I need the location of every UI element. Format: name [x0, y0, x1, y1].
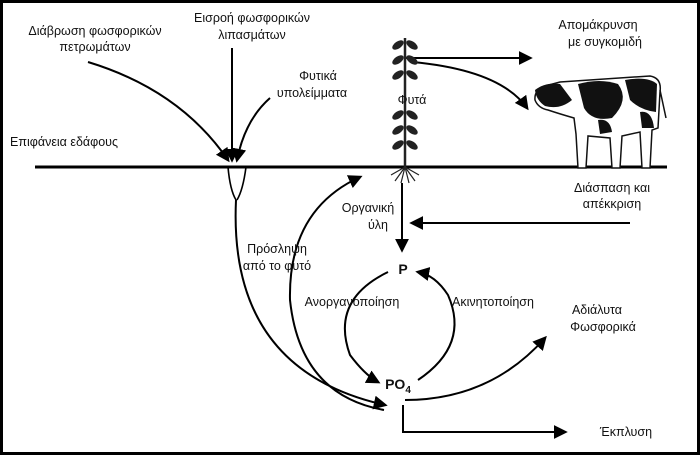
organic-matter-label: Οργανική — [342, 201, 395, 215]
insoluble-phosphate-arrow — [404, 335, 547, 401]
organic-matter-label-2: ύλη — [368, 218, 388, 232]
insoluble-phosphates-label: Αδιάλυτα — [572, 303, 622, 317]
funnel-right — [236, 166, 247, 201]
leaching-label: Έκπλυση — [599, 425, 652, 439]
plant-residues-label-2: υπολείμματα — [277, 86, 347, 100]
mineralization-arc — [343, 271, 389, 384]
diagram-panel — [3, 3, 697, 452]
immobilization-label: Ακινητοποίηση — [452, 295, 534, 309]
rock-weathering-arrow — [87, 61, 230, 163]
inputs-to-phosphate-arrow — [234, 199, 388, 410]
mineralization-label: Ανοργανοποίηση — [305, 295, 400, 309]
p-pool-label: P — [398, 261, 407, 277]
harvest-removal-label: Απομάκρυνση — [558, 18, 637, 32]
decomposition-label-2: απέκκριση — [583, 197, 642, 211]
immobilization-arc — [415, 267, 456, 381]
plant-residues-label: Φυτικά — [299, 69, 337, 83]
plant-uptake-label: Πρόσληψη — [247, 242, 307, 256]
harvest-to-cow-arrow — [411, 61, 529, 111]
insoluble-phosphates-label-2: Φωσφορικά — [570, 320, 636, 334]
fertilizer-input-label-2: λιπασμάτων — [218, 28, 286, 42]
plant-uptake-label-2: από το φυτό — [243, 259, 311, 273]
plant-residue-arrow — [232, 97, 271, 163]
plant-uptake-arrow — [288, 175, 385, 411]
funnel-left — [227, 166, 237, 201]
cow-icon — [534, 75, 667, 169]
decomposition-label: Διάσπαση και — [574, 181, 650, 195]
phosphate-label: PO4 — [385, 376, 411, 396]
fertilizer-input-label: Εισροή φωσφορικών — [194, 11, 310, 25]
harvest-removal-label-2: με συγκομιδή — [568, 35, 642, 49]
plant-icon — [390, 38, 420, 184]
phosphate-label-main: PO — [385, 376, 405, 392]
rock-weathering-label: Διάβρωση φωσφορικών — [28, 24, 161, 38]
soil-surface-label: Επιφάνεια εδάφους — [10, 135, 118, 149]
plants-label: Φυτά — [398, 93, 427, 107]
phosphate-label-subscript: 4 — [405, 385, 411, 396]
rock-weathering-label-2: πετρωμάτων — [59, 40, 130, 54]
leaching-arrow — [402, 405, 568, 439]
